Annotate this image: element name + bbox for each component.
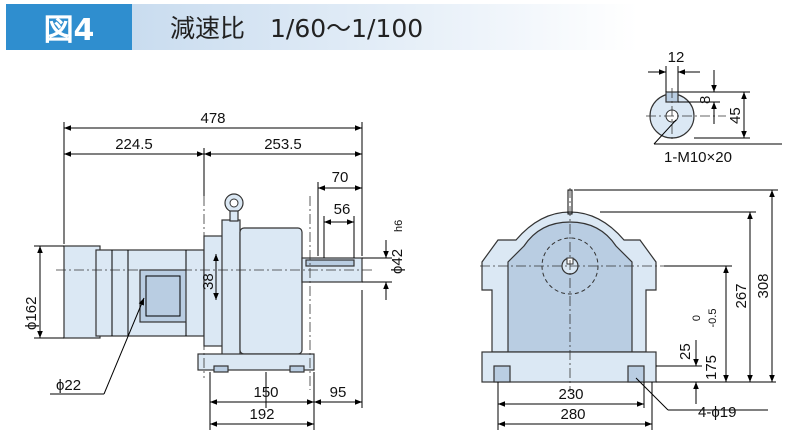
dim-label: 280	[560, 406, 585, 423]
front-foot	[481, 351, 657, 383]
dimension-267: 267	[600, 211, 776, 383]
dim-label: -0.5	[707, 309, 719, 328]
dim-label: 1-M10×20	[664, 149, 732, 166]
dimension-shaft-diameter: ϕ42 h6	[362, 220, 406, 300]
dim-label: 224.5	[115, 136, 153, 153]
dim-label: 0	[691, 315, 703, 321]
dim-label: 150	[253, 384, 278, 401]
dim-label: ϕ22	[56, 377, 81, 394]
leader-bolt-holes: 4-ϕ19	[635, 377, 768, 421]
dim-label: 192	[249, 406, 274, 423]
dim-label: 95	[330, 384, 347, 401]
dim-label: h6	[393, 220, 405, 232]
leader-tapped-hole: 1-M10×20	[653, 119, 782, 166]
dim-label: 230	[558, 386, 583, 403]
dimension-key-width: 12	[648, 49, 700, 92]
dim-label: 267	[733, 283, 750, 308]
dim-label: 308	[755, 273, 772, 298]
dimension-175: 175 0 -0.5	[664, 265, 732, 382]
reducer-front-housing	[221, 219, 241, 361]
dimension-70: 70	[317, 169, 362, 256]
reducer-housing	[239, 227, 303, 355]
dim-label: 253.5	[264, 136, 302, 153]
dimension-motor-diameter: ϕ162	[23, 245, 64, 339]
dim-label: 478	[200, 110, 225, 127]
dim-label: 8	[697, 96, 714, 104]
dimension-56: 56	[323, 201, 355, 258]
figure-title-bar	[132, 4, 638, 50]
dimension-key-depth: 8	[678, 70, 720, 124]
dim-label: 25	[677, 343, 694, 360]
leader-drive-diameter: ϕ22	[50, 297, 145, 395]
terminal-box-cover	[145, 275, 181, 317]
dim-label: 38	[200, 273, 217, 290]
dim-label: ϕ162	[23, 297, 40, 330]
figure-number-badge: 図4	[6, 4, 132, 50]
dim-label: 56	[334, 201, 351, 218]
side-view: 478 224.5 253.5 70 56 ϕ42	[23, 110, 406, 430]
front-view: 230 280 4-ϕ19 267 308 175 0 -0.5	[480, 188, 778, 430]
shaft-key	[305, 259, 355, 267]
terminal-box	[139, 269, 187, 323]
dim-label: 45	[727, 107, 744, 124]
dimension-224-253: 224.5 253.5	[64, 136, 362, 196]
dim-label: 4-ϕ19	[698, 404, 736, 421]
dim-label: 12	[668, 49, 685, 66]
dim-label: 70	[332, 169, 349, 186]
dimension-25: 25	[656, 340, 702, 404]
dimension-308: 308	[574, 189, 778, 382]
dimension-foot: 150 95 192	[209, 290, 363, 430]
motor-fan-cover	[63, 245, 101, 339]
dim-label: 175	[703, 355, 720, 380]
figure-header: 図4 減速比 1/60～1/100	[0, 0, 800, 52]
figure-title: 減速比 1/60～1/100	[170, 14, 424, 43]
dimension-478: 478	[63, 110, 363, 256]
dimension-front-width: 230 280	[497, 382, 653, 430]
shaft-end-detail: 12 8 45 1-M10×20	[646, 49, 782, 166]
motor-flange	[203, 235, 225, 347]
dim-label: ϕ42	[389, 249, 406, 274]
dimension-38: 38	[200, 254, 219, 300]
dimension-tapped-height: 45	[694, 91, 750, 139]
